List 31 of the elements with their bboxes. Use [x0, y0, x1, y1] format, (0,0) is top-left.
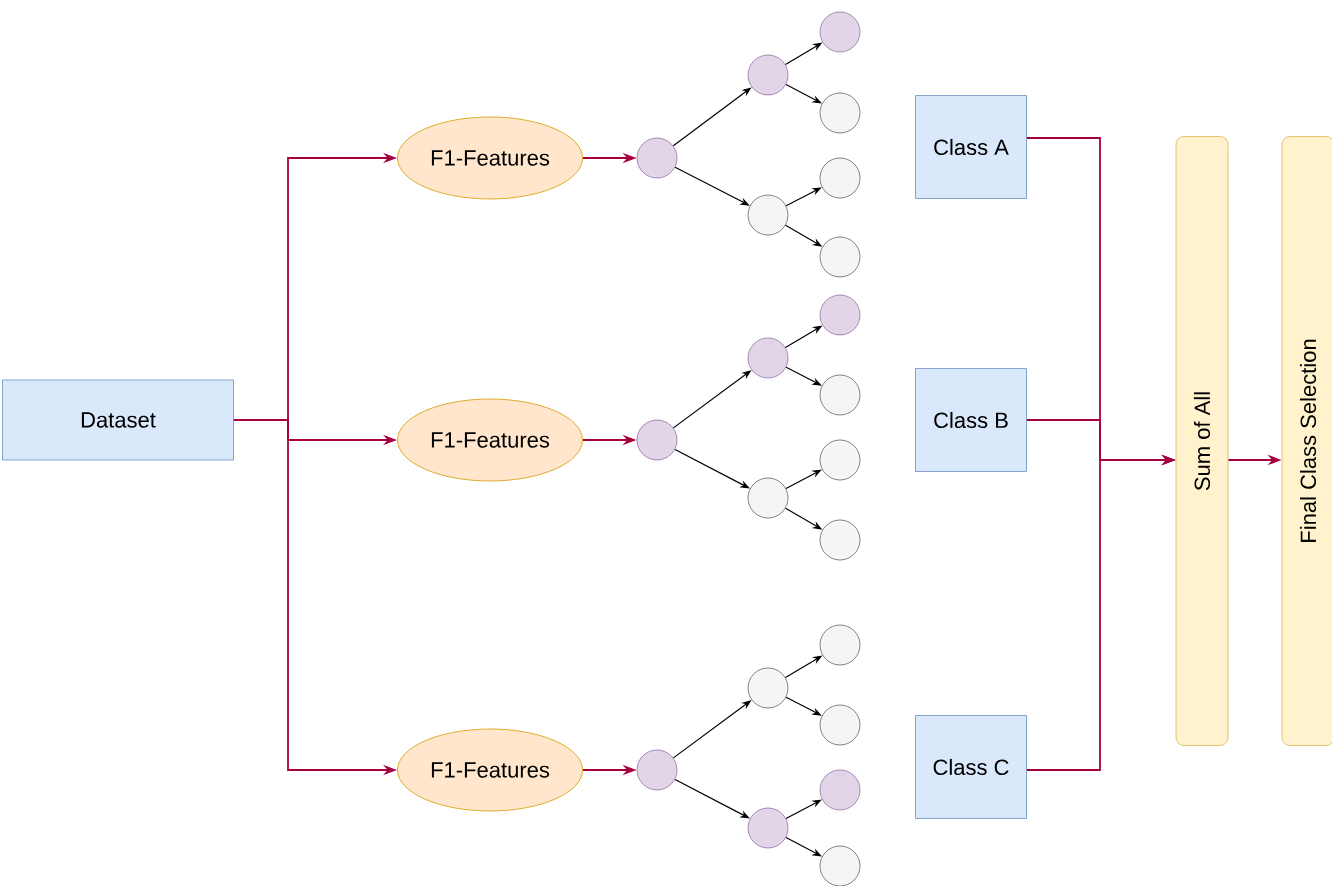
tree-node-circle: [819, 624, 861, 666]
arrow: [785, 836, 822, 857]
tree-node-circle: [819, 845, 861, 886]
tree-node-circle: [747, 337, 789, 379]
class-box: Class B: [915, 368, 1027, 472]
process-bar: Final Class Selection: [1281, 136, 1332, 746]
tree-node-circle: [819, 236, 861, 278]
tree-node-circle: [747, 54, 789, 96]
tree-node-circle: [636, 137, 678, 179]
tree-node-circle: [747, 194, 789, 236]
arrow: [785, 799, 822, 820]
tree-node-circle: [747, 807, 789, 849]
class-box: Class C: [915, 715, 1027, 819]
tree-node-circle: [819, 519, 861, 561]
tree-node-circle: [819, 704, 861, 746]
tree-node-circle: [819, 92, 861, 134]
arrow: [785, 83, 822, 104]
tree-node-circle: [636, 749, 678, 791]
class-box: Class A: [915, 95, 1027, 199]
tree-node-circle: [819, 157, 861, 199]
tree-node-circle: [819, 11, 861, 53]
process-box: Dataset: [2, 379, 234, 461]
arrow: [785, 469, 822, 490]
tree-node-circle: [819, 769, 861, 811]
tree-node-circle: [747, 477, 789, 519]
tree-node-circle: [819, 374, 861, 416]
tree-node-circle: [636, 419, 678, 461]
tree-node-circle: [819, 439, 861, 481]
tree-node-circle: [747, 667, 789, 709]
process-bar: Sum of All: [1175, 136, 1229, 746]
tree-node-circle: [819, 294, 861, 336]
